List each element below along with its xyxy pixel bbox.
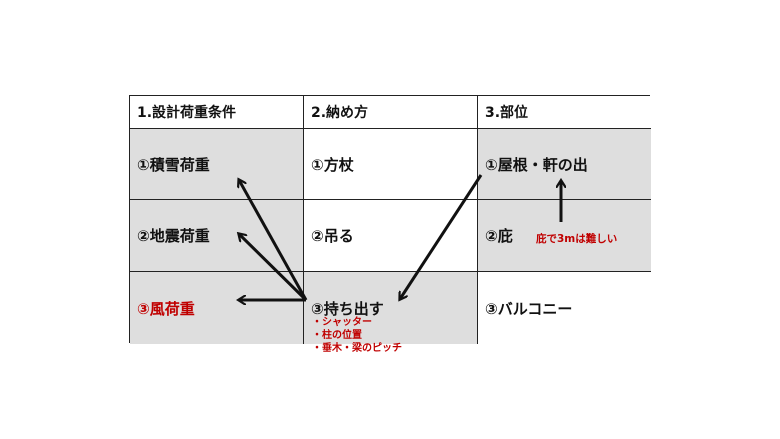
header-part: 3.部位 — [478, 96, 651, 129]
header-design-load: 1.設計荷重条件 — [130, 96, 304, 129]
header-method: 2.納め方 — [304, 96, 478, 129]
cell-roof-eaves: ①屋根・軒の出 — [478, 129, 651, 200]
note-shutter: ・シャッター — [312, 317, 372, 328]
cell-wind-load: ③風荷重 — [130, 272, 304, 344]
note-column-position: ・柱の位置 — [312, 330, 362, 341]
comparison-table: 1.設計荷重条件 2.納め方 3.部位 ①積雪荷重 ①方杖 ①屋根・軒の出 ②地… — [129, 95, 651, 344]
cell-balcony: ③バルコニー — [478, 272, 651, 344]
cell-seismic-load: ②地震荷重 — [130, 200, 304, 272]
cantilever-notes: ・シャッター ・柱の位置 ・垂木・梁のピッチ — [312, 316, 402, 355]
cell-cantilever: ③持ち出す — [304, 272, 478, 344]
cell-brace: ①方杖 — [304, 129, 478, 200]
canopy-note: 庇で3mは難しい — [536, 233, 618, 245]
note-rafter-pitch: ・垂木・梁のピッチ — [312, 343, 402, 354]
cell-canopy: ②庇 — [478, 200, 651, 272]
cell-snow-load: ①積雪荷重 — [130, 129, 304, 200]
cell-hang: ②吊る — [304, 200, 478, 272]
